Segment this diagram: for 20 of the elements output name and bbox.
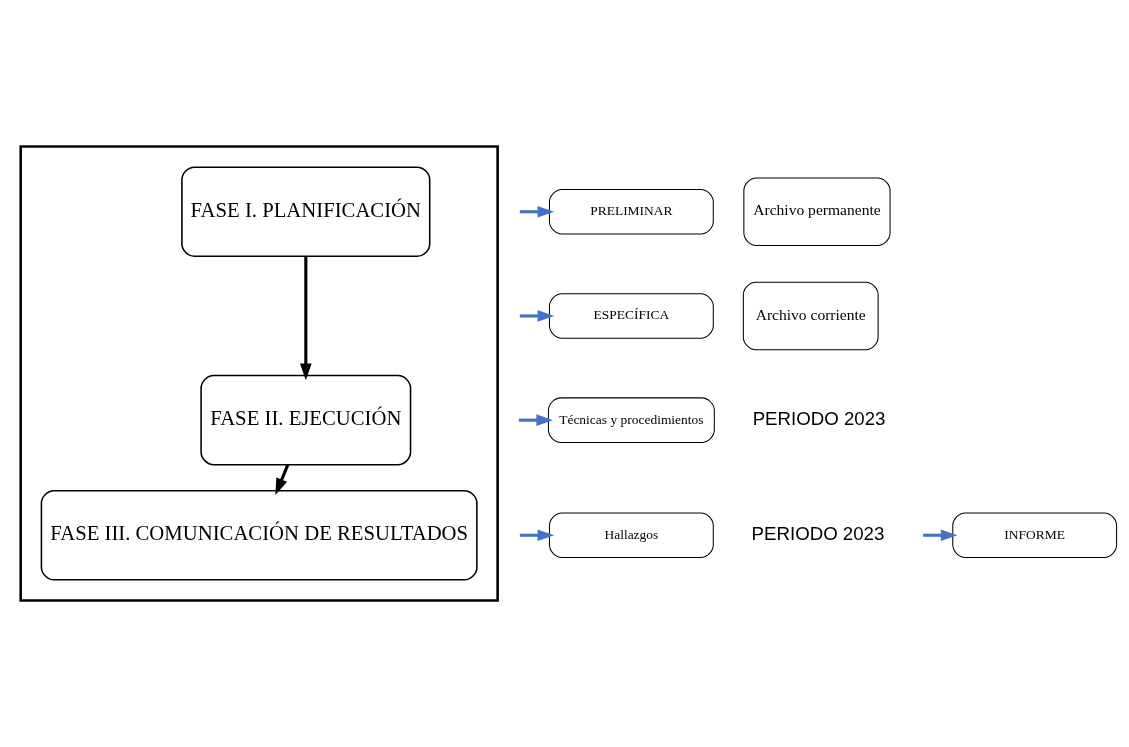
node-box: PRELIMINAR xyxy=(548,188,714,235)
label: PERIODO 2023 xyxy=(751,522,885,544)
node-box: Archivo corriente xyxy=(742,281,879,351)
node-box: ESPECÍFICA xyxy=(548,293,714,339)
arrow xyxy=(518,414,553,426)
arrow xyxy=(519,529,555,542)
node-box: FASE III. COMUNICACIÓN DE RESULTADOS xyxy=(40,489,478,581)
node-box: FASE I. PLANIFICACIÓN xyxy=(181,166,431,258)
arrow xyxy=(519,310,555,322)
arrow xyxy=(923,529,958,542)
node-box: Archivo permanente xyxy=(743,177,891,246)
node-box: Técnicas y procedimientos xyxy=(547,397,715,443)
arrow xyxy=(300,256,312,381)
label: PERIODO 2023 xyxy=(752,407,886,429)
node-box: INFORME xyxy=(952,512,1118,559)
arrow xyxy=(519,205,555,218)
node-box: Hallazgos xyxy=(548,512,714,559)
arrow xyxy=(275,464,290,495)
node-box: FASE II. EJECUCIÓN xyxy=(200,374,412,466)
cluster xyxy=(19,145,499,602)
